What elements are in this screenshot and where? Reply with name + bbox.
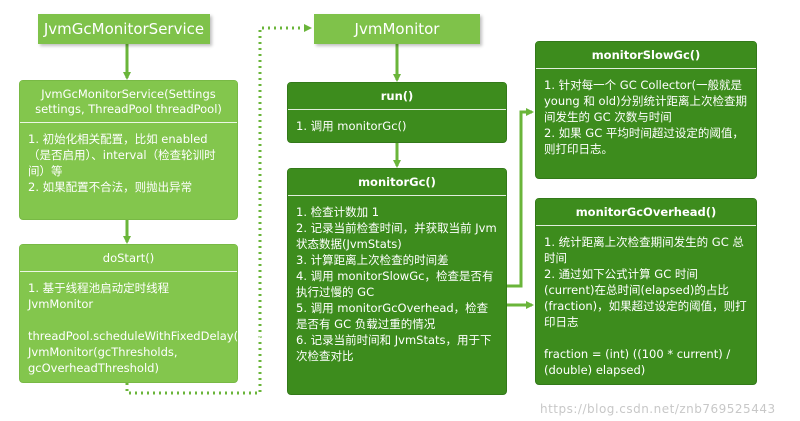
constructor-body: 1. 初始化相关配置，比如 enabled（是否启用）、interval（检查轮…: [28, 132, 216, 194]
dotted-link-dostart-to-jvmmonitor: [125, 24, 312, 395]
run-node: run() 1. 调用 monitorGc(): [287, 82, 507, 143]
monitorslowgc-body: 1. 针对每一个 GC Collector(一般就是 young 和 old)分…: [544, 78, 748, 156]
monitorgc-node: monitorGc() 1. 检查计数加 1 2. 记录当前检查时间，并获取当前…: [287, 168, 507, 395]
constructor-header: JvmGcMonitorService(Settings settings, T…: [20, 81, 237, 123]
dostart-node: doStart() 1. 基于线程池启动定时线程 JvmMonitor thre…: [19, 244, 262, 383]
monitorgc-header: monitorGc(): [288, 169, 506, 196]
run-header: run(): [288, 83, 506, 110]
arrow-monitorgc-to-slowgc: [507, 108, 534, 288]
jvmgcmonitorservice-tab: JvmGcMonitorService: [38, 14, 210, 44]
monitorgc-body: 1. 检查计数加 1 2. 记录当前检查时间，并获取当前 Jvm 状态数据(Jv…: [296, 205, 497, 363]
monitorgcoverhead-body: 1. 统计距离上次检查期间发生的 GC 总时间 2. 通过如下公式计算 GC 时…: [544, 235, 747, 377]
monitorslowgc-header: monitorSlowGc(): [536, 42, 756, 69]
dostart-header: doStart(): [20, 245, 237, 272]
dostart-body: 1. 基于线程池启动定时线程 JvmMonitor threadPool.sch…: [28, 281, 262, 375]
run-body: 1. 调用 monitorGc(): [296, 119, 407, 133]
monitorslowgc-node: monitorSlowGc() 1. 针对每一个 GC Collector(一般…: [535, 41, 757, 179]
constructor-node: JvmGcMonitorService(Settings settings, T…: [19, 80, 238, 220]
monitorgcoverhead-node: monitorGcOverhead() 1. 统计距离上次检查期间发生的 GC …: [535, 198, 757, 385]
monitorgcoverhead-header: monitorGcOverhead(): [536, 199, 756, 226]
jvmmonitor-tab: JvmMonitor: [314, 14, 480, 44]
watermark-text: https://blog.csdn.net/znb769525443: [540, 402, 776, 416]
